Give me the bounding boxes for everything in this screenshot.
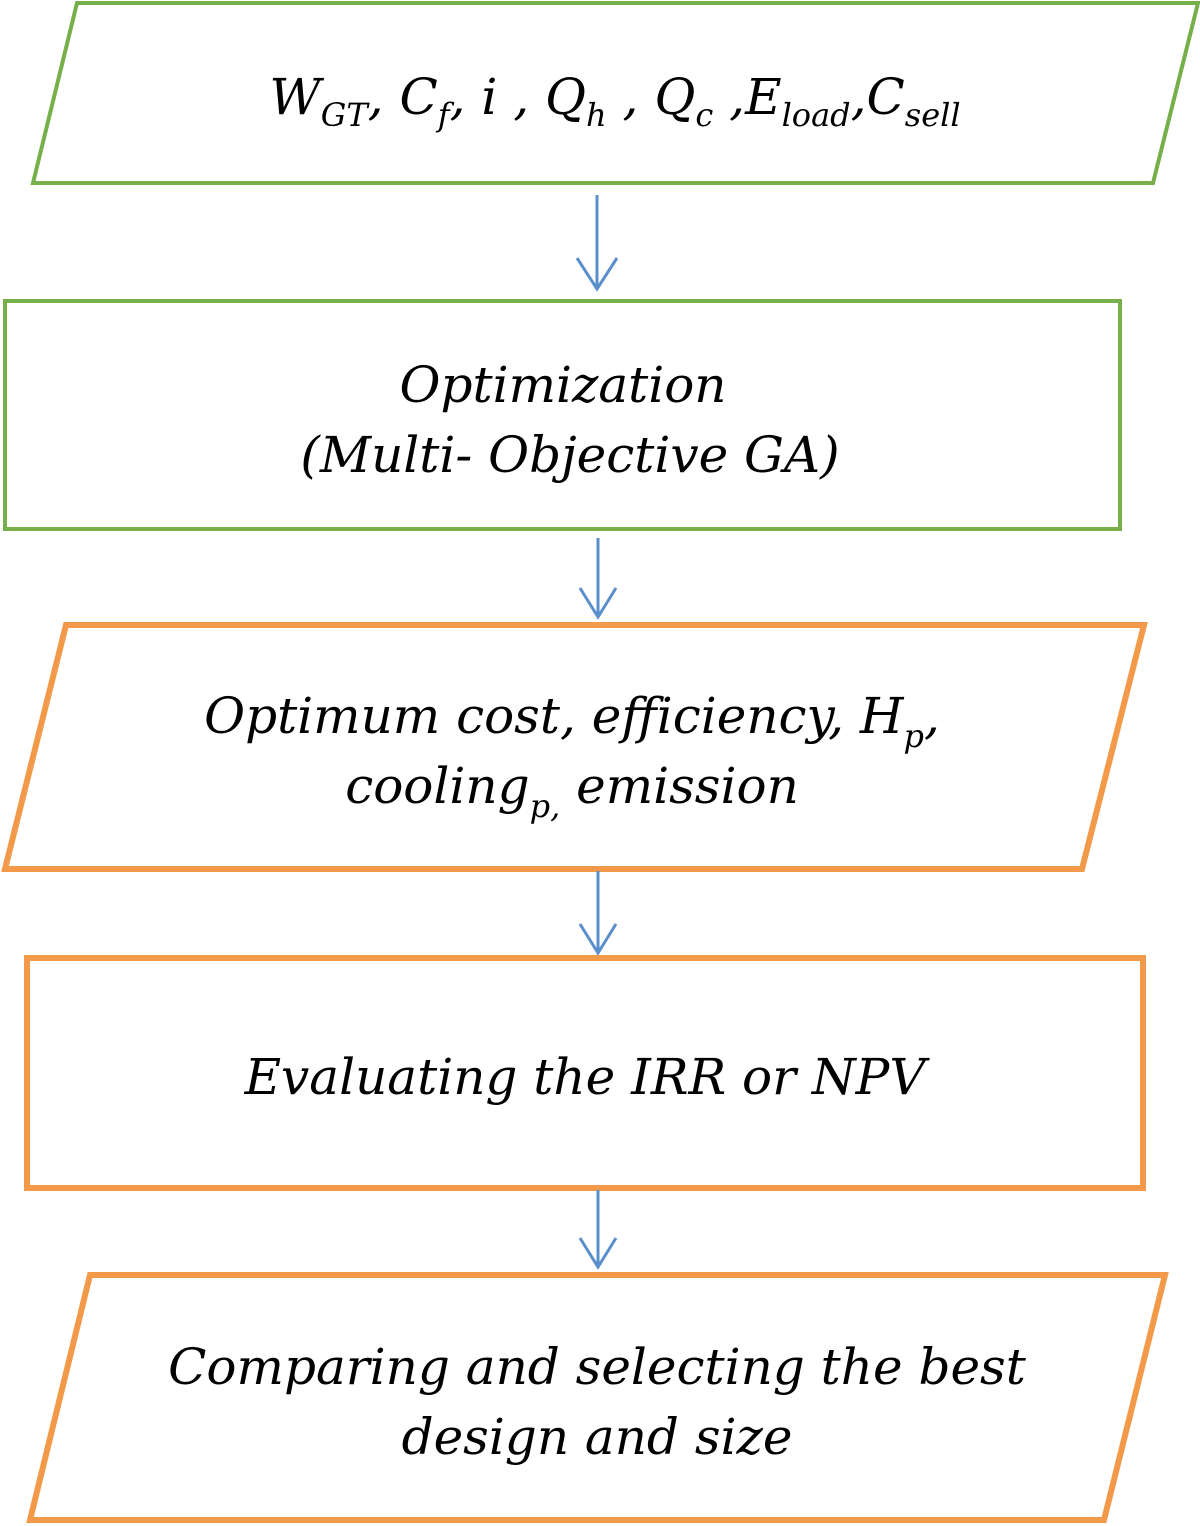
optimization-title: Optimization	[399, 356, 726, 414]
optimization-method: (Multi- Objective GA)	[300, 426, 839, 484]
variable-subscript: c	[695, 96, 713, 134]
inputs-parallelogram	[30, 0, 1200, 185]
variable-base: Q	[654, 68, 695, 126]
variable-base: C	[399, 68, 437, 126]
variable-subscript: sell	[905, 96, 961, 134]
variable-base: C	[867, 68, 905, 126]
separator: ,	[851, 68, 867, 126]
arrow-optimum-to-evaluate	[578, 871, 618, 956]
compare-line-2: design and size	[402, 1408, 793, 1466]
separator: ,	[368, 68, 400, 126]
arrow-inputs-to-optimization	[575, 195, 619, 292]
variable-subscript: GT	[321, 96, 371, 134]
node-optimization: Optimization (Multi- Objective GA)	[3, 299, 1122, 531]
evaluate-rectangle	[24, 955, 1146, 1191]
node-compare: Comparing and selecting the best design …	[26, 1272, 1169, 1523]
node-optimum: Optimum cost, efficiency, Hp, coolingp, …	[1, 622, 1148, 872]
variable-subscript: load	[782, 96, 851, 134]
node-inputs: WGT, Cf, i , Qh , Qc ,Eload,Csell	[30, 0, 1200, 185]
inputs-variables: WGT, Cf, i , Qh , Qc ,Eload,Csell	[269, 68, 960, 134]
variable-base: Q	[545, 68, 586, 126]
variable-subscript: h	[586, 96, 607, 134]
variable-base: E	[744, 68, 782, 126]
arrow-optimization-to-optimum	[578, 538, 618, 620]
separator: ,	[607, 68, 655, 126]
separator: ,	[713, 68, 745, 126]
arrow-evaluate-to-compare	[578, 1190, 618, 1270]
optimum-line-1: Optimum cost, efficiency, Hp,	[204, 687, 940, 755]
optimum-parallelogram	[1, 622, 1148, 872]
optimum-line-2: coolingp, emission	[345, 757, 799, 825]
optimization-rectangle	[3, 299, 1122, 531]
evaluate-label: Evaluating the IRR or NPV	[244, 1048, 931, 1106]
compare-parallelogram	[26, 1272, 1169, 1523]
node-evaluate: Evaluating the IRR or NPV	[24, 955, 1146, 1191]
variable-base: W	[269, 68, 324, 126]
separator: , i ,	[450, 68, 545, 126]
compare-line-1: Comparing and selecting the best	[168, 1338, 1027, 1396]
